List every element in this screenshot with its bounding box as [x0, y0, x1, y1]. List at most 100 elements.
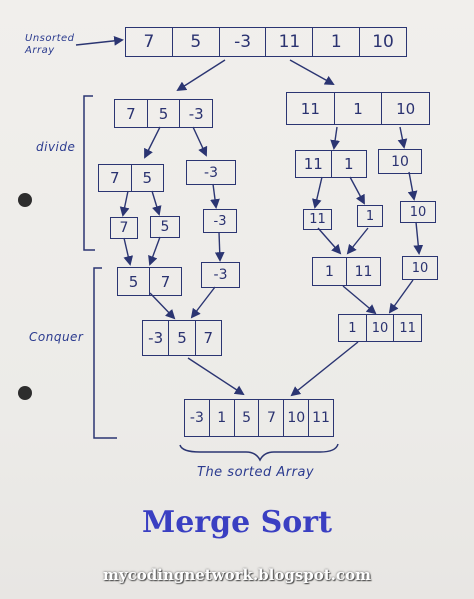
arrow — [407, 171, 418, 201]
array-cell: 5 — [146, 100, 180, 127]
array-leaf-7: 7 — [110, 217, 138, 239]
array-cell: 7 — [143, 32, 155, 52]
array-cell: -3 — [148, 329, 164, 347]
array-right-single: 10 — [378, 149, 422, 174]
arrow — [346, 227, 369, 255]
arrow — [119, 190, 130, 217]
array-cell: 7 — [149, 268, 181, 295]
array-cell: 1 — [325, 263, 334, 280]
conquer-bracket — [93, 267, 117, 439]
array-cell: -3 — [189, 410, 204, 426]
array-leaf-10: 10 — [400, 201, 436, 223]
arrow — [187, 357, 245, 396]
array-cell: 10 — [359, 28, 406, 56]
sorted-brace — [179, 443, 339, 462]
array-cell: 11 — [300, 99, 320, 118]
array-cell: 11 — [303, 155, 323, 173]
arrow — [317, 227, 342, 255]
array-cell: 5 — [171, 28, 219, 56]
array-cell: 5 — [168, 321, 194, 355]
arrow — [330, 126, 340, 150]
array-cell: -3 — [218, 28, 266, 56]
arrow — [151, 190, 162, 216]
array-cell: 11 — [308, 400, 333, 436]
arrow — [388, 279, 414, 314]
arrow — [214, 231, 225, 262]
array-cell: 11 — [346, 258, 380, 285]
array-cell: 1 — [348, 320, 357, 336]
array-cell: 10 — [381, 93, 429, 124]
array-cell: 7 — [126, 104, 136, 123]
array-leaf-1: 1 — [357, 205, 383, 227]
array-cell: -3 — [213, 213, 227, 229]
conquer-label: Conquer — [29, 330, 84, 344]
array-leaf-neg3: -3 — [203, 209, 237, 233]
arrow — [397, 126, 408, 149]
array-cell: 7 — [119, 220, 129, 236]
array-cell: -3 — [204, 164, 218, 181]
arrow — [144, 126, 161, 159]
divide-bracket — [83, 95, 95, 251]
array-cell: 5 — [130, 165, 164, 191]
array-cell: 11 — [309, 212, 326, 227]
array-cell: 1 — [333, 93, 382, 124]
array-cell: -3 — [179, 100, 212, 127]
array-cell: 10 — [283, 400, 308, 436]
arrow — [312, 176, 323, 209]
page-title: Merge Sort — [142, 505, 332, 540]
array-left-single: -3 — [186, 160, 236, 185]
binder-hole — [18, 193, 32, 207]
array-merge-neg3: -3 — [201, 262, 240, 288]
arrow — [149, 292, 176, 320]
binder-hole — [18, 386, 32, 400]
arrow — [123, 237, 134, 266]
array-leaf-11: 11 — [303, 209, 332, 230]
array-cell: 1 — [330, 151, 367, 177]
arrow — [290, 341, 359, 397]
arrow — [289, 59, 335, 85]
arrow — [148, 236, 161, 266]
array-cell: 5 — [233, 400, 259, 436]
array-cell: 1 — [365, 208, 375, 224]
arrow — [190, 286, 216, 319]
arrow — [176, 59, 226, 92]
array-leaf-5: 5 — [150, 216, 180, 238]
array-cell: 1 — [312, 28, 359, 56]
array-cell: 10 — [365, 315, 394, 341]
array-cell: 11 — [265, 28, 312, 56]
array-cell: 1 — [208, 400, 234, 436]
arrow — [192, 126, 208, 157]
arrow — [349, 176, 365, 205]
array-cell: 5 — [128, 272, 139, 291]
array-cell: -3 — [213, 267, 228, 283]
array-cell: 11 — [393, 315, 421, 341]
array-cell: 10 — [409, 204, 427, 220]
arrow — [342, 285, 377, 315]
array-cell: 10 — [391, 153, 409, 170]
arrow — [413, 221, 424, 255]
arrow — [210, 183, 220, 209]
array-cell: 7 — [194, 321, 221, 355]
array-cell: 7 — [258, 400, 283, 436]
unsorted-array-label: Unsorted Array — [25, 33, 75, 56]
array-cell: 7 — [109, 169, 120, 187]
blog-url: mycodingnetwork.blogspot.com — [103, 566, 371, 584]
array-merge-10: 10 — [402, 256, 438, 280]
sorted-array-label: The sorted Array — [197, 465, 315, 480]
array-cell: 5 — [160, 219, 170, 235]
array-cell: 10 — [411, 260, 429, 276]
divide-label: divide — [36, 140, 76, 154]
arrow — [75, 35, 124, 46]
